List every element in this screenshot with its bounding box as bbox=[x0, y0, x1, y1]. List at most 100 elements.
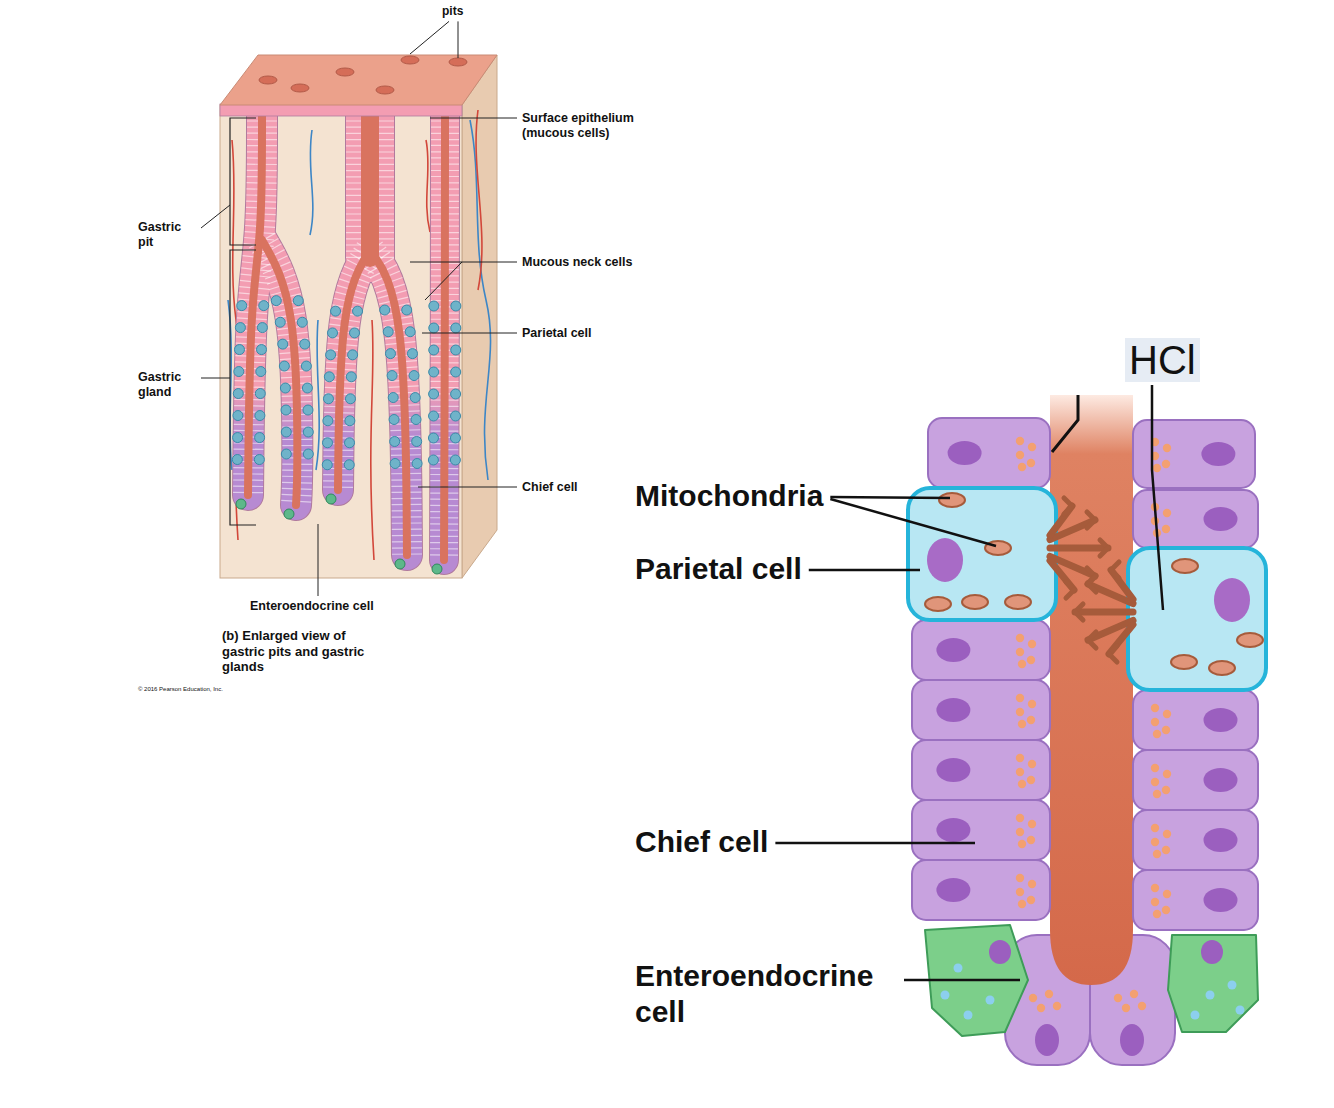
cell-nucleus bbox=[1201, 442, 1235, 466]
parietal-cell bbox=[409, 371, 419, 381]
intracellular-canaliculus bbox=[1066, 590, 1074, 598]
enteroendocrine-cell bbox=[395, 559, 405, 569]
zymogen-granule bbox=[1151, 704, 1159, 712]
parietal-cell bbox=[388, 393, 398, 403]
parietal-cell bbox=[429, 411, 439, 421]
cell-nucleus bbox=[1204, 708, 1238, 732]
zymogen-granule bbox=[1016, 768, 1024, 776]
gastric-gland-detail bbox=[908, 395, 1266, 1065]
zymogen-granule bbox=[1163, 444, 1171, 452]
gland-lumen bbox=[370, 250, 407, 555]
zymogen-granule bbox=[1162, 846, 1170, 854]
parietal-cell bbox=[303, 449, 313, 459]
parietal-cell bbox=[451, 345, 461, 355]
zymogen-granule bbox=[1153, 730, 1161, 738]
parietal-cell bbox=[405, 327, 415, 337]
gland-outline bbox=[262, 240, 297, 505]
parietal-cell bbox=[410, 393, 420, 403]
parietal-cell bbox=[385, 349, 395, 359]
zymogen-granule bbox=[1018, 660, 1026, 668]
zymogen-granule bbox=[1027, 896, 1035, 904]
parietal-cell bbox=[324, 372, 334, 382]
parietal-cell bbox=[428, 455, 438, 465]
tissue-side bbox=[462, 55, 497, 578]
gland-wall bbox=[346, 108, 394, 258]
gland-lumen bbox=[1050, 395, 1133, 985]
zymogen-granule bbox=[1027, 836, 1035, 844]
zymogen-granule bbox=[1018, 720, 1026, 728]
zymogen-granule bbox=[1130, 990, 1138, 998]
part-label: Gastric gland bbox=[138, 370, 194, 400]
zymogen-granule bbox=[1114, 994, 1122, 1002]
parietal-cell bbox=[233, 433, 243, 443]
intracellular-canaliculus bbox=[1100, 548, 1108, 556]
leader-line bbox=[458, 21, 459, 58]
enteroendocrine-cell bbox=[284, 509, 294, 519]
zymogen-granule bbox=[1028, 880, 1036, 888]
parietal-cell bbox=[387, 371, 397, 381]
secretory-granule bbox=[964, 1011, 973, 1020]
zymogen-granule bbox=[1027, 656, 1035, 664]
enteroendocrine-cell bbox=[1168, 935, 1258, 1032]
parietal-cell bbox=[255, 389, 265, 399]
gland-cell bbox=[912, 800, 1050, 860]
pit-opening bbox=[449, 58, 467, 66]
parietal-cell bbox=[451, 411, 461, 421]
parietal-cell bbox=[346, 372, 356, 382]
enteroendocrine-cell bbox=[432, 564, 442, 574]
zymogen-granule bbox=[1027, 776, 1035, 784]
zymogen-granule bbox=[1016, 708, 1024, 716]
gland-cell bbox=[912, 620, 1050, 680]
mitochondrion bbox=[1171, 655, 1197, 669]
parietal-cell bbox=[233, 411, 243, 421]
mitochondrion bbox=[1237, 633, 1263, 647]
parietal-cell bbox=[297, 317, 307, 327]
leader-line bbox=[418, 487, 517, 488]
parietal-cell bbox=[1128, 548, 1266, 690]
zymogen-granule bbox=[1153, 910, 1161, 918]
parietal-cell bbox=[450, 433, 460, 443]
gland-cell bbox=[928, 418, 1050, 488]
intracellular-canaliculus bbox=[1109, 654, 1117, 662]
mitochondrion bbox=[1172, 559, 1198, 573]
gland-lumen bbox=[361, 108, 379, 258]
leader-line bbox=[775, 842, 975, 845]
parietal-cell bbox=[257, 323, 267, 333]
zymogen-granule bbox=[1045, 990, 1053, 998]
zymogen-granule bbox=[1151, 898, 1159, 906]
parietal-cell bbox=[390, 459, 400, 469]
zymogen-granule bbox=[1027, 716, 1035, 724]
zymogen-granule bbox=[1018, 900, 1026, 908]
pit-opening bbox=[336, 68, 354, 76]
leader-line bbox=[1052, 395, 1078, 452]
parietal-cell bbox=[234, 367, 244, 377]
parietal-cell bbox=[303, 405, 313, 415]
leader-line bbox=[410, 262, 517, 263]
cell-boundaries bbox=[370, 250, 407, 555]
parietal-cell bbox=[344, 460, 354, 470]
leader-line bbox=[410, 21, 449, 54]
cell-nucleus bbox=[936, 878, 970, 902]
parietal-cell bbox=[451, 323, 461, 333]
intracellular-canaliculus bbox=[1075, 612, 1083, 620]
parietal-cell bbox=[451, 389, 461, 399]
zymogen-granule bbox=[1163, 710, 1171, 718]
copyright-note: © 2016 Pearson Education, Inc. bbox=[138, 686, 223, 693]
parietal-cell bbox=[353, 306, 363, 316]
parietal-cell bbox=[411, 415, 421, 425]
parietal-cell bbox=[255, 433, 265, 443]
parietal-cell bbox=[350, 328, 360, 338]
zymogen-granule bbox=[1151, 764, 1159, 772]
zymogen-granule bbox=[1028, 820, 1036, 828]
parietal-cell bbox=[256, 345, 266, 355]
blood-vessel bbox=[476, 110, 482, 290]
bracket bbox=[230, 118, 256, 525]
zymogen-granule bbox=[1018, 840, 1026, 848]
intracellular-canaliculus bbox=[1050, 545, 1108, 552]
pit-opening bbox=[259, 76, 277, 84]
parietal-cell bbox=[280, 383, 290, 393]
parietal-cell bbox=[402, 305, 412, 315]
zymogen-granule bbox=[1162, 726, 1170, 734]
